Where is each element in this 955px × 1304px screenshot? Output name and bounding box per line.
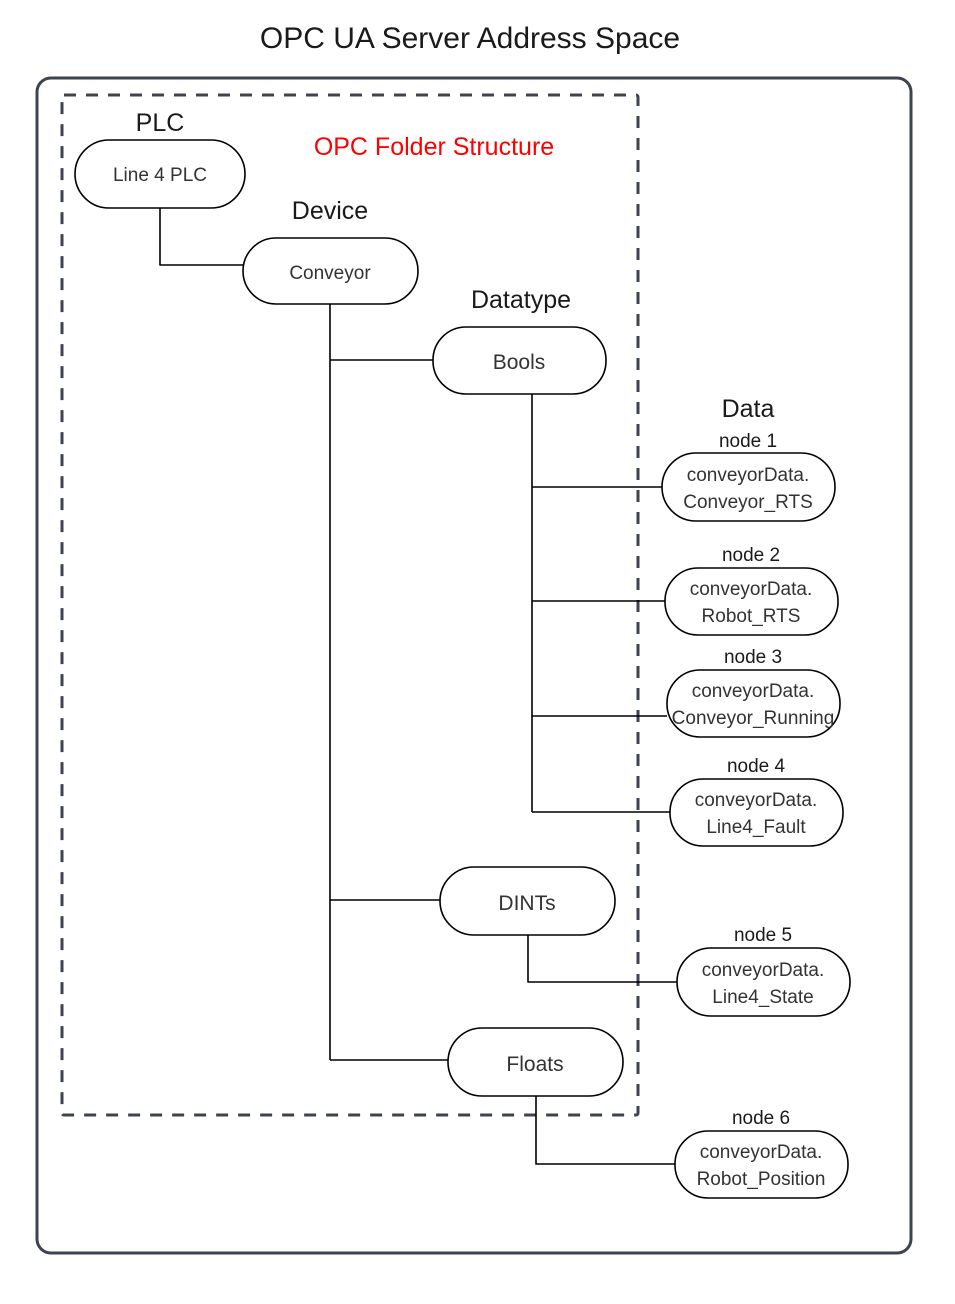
node-dints-shape — [439, 866, 616, 936]
data-node-4-line2: Line4_Fault — [706, 817, 806, 838]
page-title: OPC UA Server Address Space — [260, 22, 680, 55]
node-line-4-plc-label: Line 4 PLC — [113, 165, 207, 186]
data-node-1-line1: conveyorData. — [687, 465, 810, 486]
data-node-5-shape — [676, 947, 851, 1017]
node-floats-label: Floats — [506, 1053, 563, 1076]
node-line-4-plc[interactable]: Line 4 PLC — [74, 139, 246, 209]
data-node-4-caption: node 4 — [727, 756, 786, 777]
data-node-2-shape — [664, 567, 839, 636]
data-node-2[interactable]: node 2 conveyorData. Robot_RTS — [664, 545, 839, 636]
node-dints[interactable]: DINTs — [439, 866, 616, 936]
group-label-datatype: Datatype — [471, 286, 571, 314]
data-node-3-shape — [666, 669, 841, 738]
data-node-3-caption: node 3 — [724, 647, 782, 668]
opc-folder-structure-label: OPC Folder Structure — [314, 133, 554, 161]
data-node-6[interactable]: node 6 conveyorData. Robot_Position — [674, 1108, 849, 1199]
edge-floats-to-node6 — [535, 1096, 675, 1165]
edge-plc-to-conveyor — [159, 208, 243, 266]
data-node-3-line2: Conveyor_Running — [672, 708, 835, 729]
node-conveyor-label: Conveyor — [289, 263, 371, 284]
data-node-3-line1: conveyorData. — [692, 681, 815, 702]
node-line-4-plc-shape — [74, 139, 246, 209]
data-node-4[interactable]: node 4 conveyorData. Line4_Fault — [669, 756, 844, 847]
data-node-2-line2: Robot_RTS — [702, 606, 801, 627]
data-node-6-line1: conveyorData. — [700, 1142, 823, 1163]
data-node-1[interactable]: node 1 conveyorData. Conveyor_RTS — [661, 431, 836, 522]
data-node-4-shape — [669, 778, 844, 847]
node-conveyor-shape — [242, 237, 419, 305]
node-floats-shape — [447, 1027, 624, 1097]
node-bools-shape — [432, 326, 607, 395]
group-label-data: Data — [722, 395, 775, 423]
data-node-6-caption: node 6 — [732, 1108, 790, 1129]
data-node-3[interactable]: node 3 conveyorData. Conveyor_Running — [666, 647, 841, 738]
data-node-6-shape — [674, 1130, 849, 1199]
edge-dints-to-node5 — [527, 935, 677, 983]
node-conveyor[interactable]: Conveyor — [242, 237, 419, 305]
data-node-5-caption: node 5 — [734, 925, 792, 946]
data-node-5-line1: conveyorData. — [702, 960, 825, 981]
node-floats[interactable]: Floats — [447, 1027, 624, 1097]
node-dints-label: DINTs — [498, 892, 555, 915]
group-label-plc: PLC — [136, 109, 185, 137]
data-node-6-line2: Robot_Position — [697, 1169, 826, 1190]
data-node-5[interactable]: node 5 conveyorData. Line4_State — [676, 925, 851, 1017]
data-node-4-line1: conveyorData. — [695, 790, 818, 811]
data-node-1-line2: Conveyor_RTS — [683, 492, 813, 513]
data-node-2-caption: node 2 — [722, 545, 780, 566]
node-bools-label: Bools — [493, 351, 546, 374]
data-node-5-line2: Line4_State — [712, 987, 813, 1008]
opc-folder-structure-boundary — [60, 93, 640, 1117]
data-node-1-caption: node 1 — [719, 431, 777, 452]
data-node-2-line1: conveyorData. — [690, 579, 813, 600]
data-node-1-shape — [661, 452, 836, 522]
node-bools[interactable]: Bools — [432, 326, 607, 395]
group-label-device: Device — [292, 197, 368, 225]
